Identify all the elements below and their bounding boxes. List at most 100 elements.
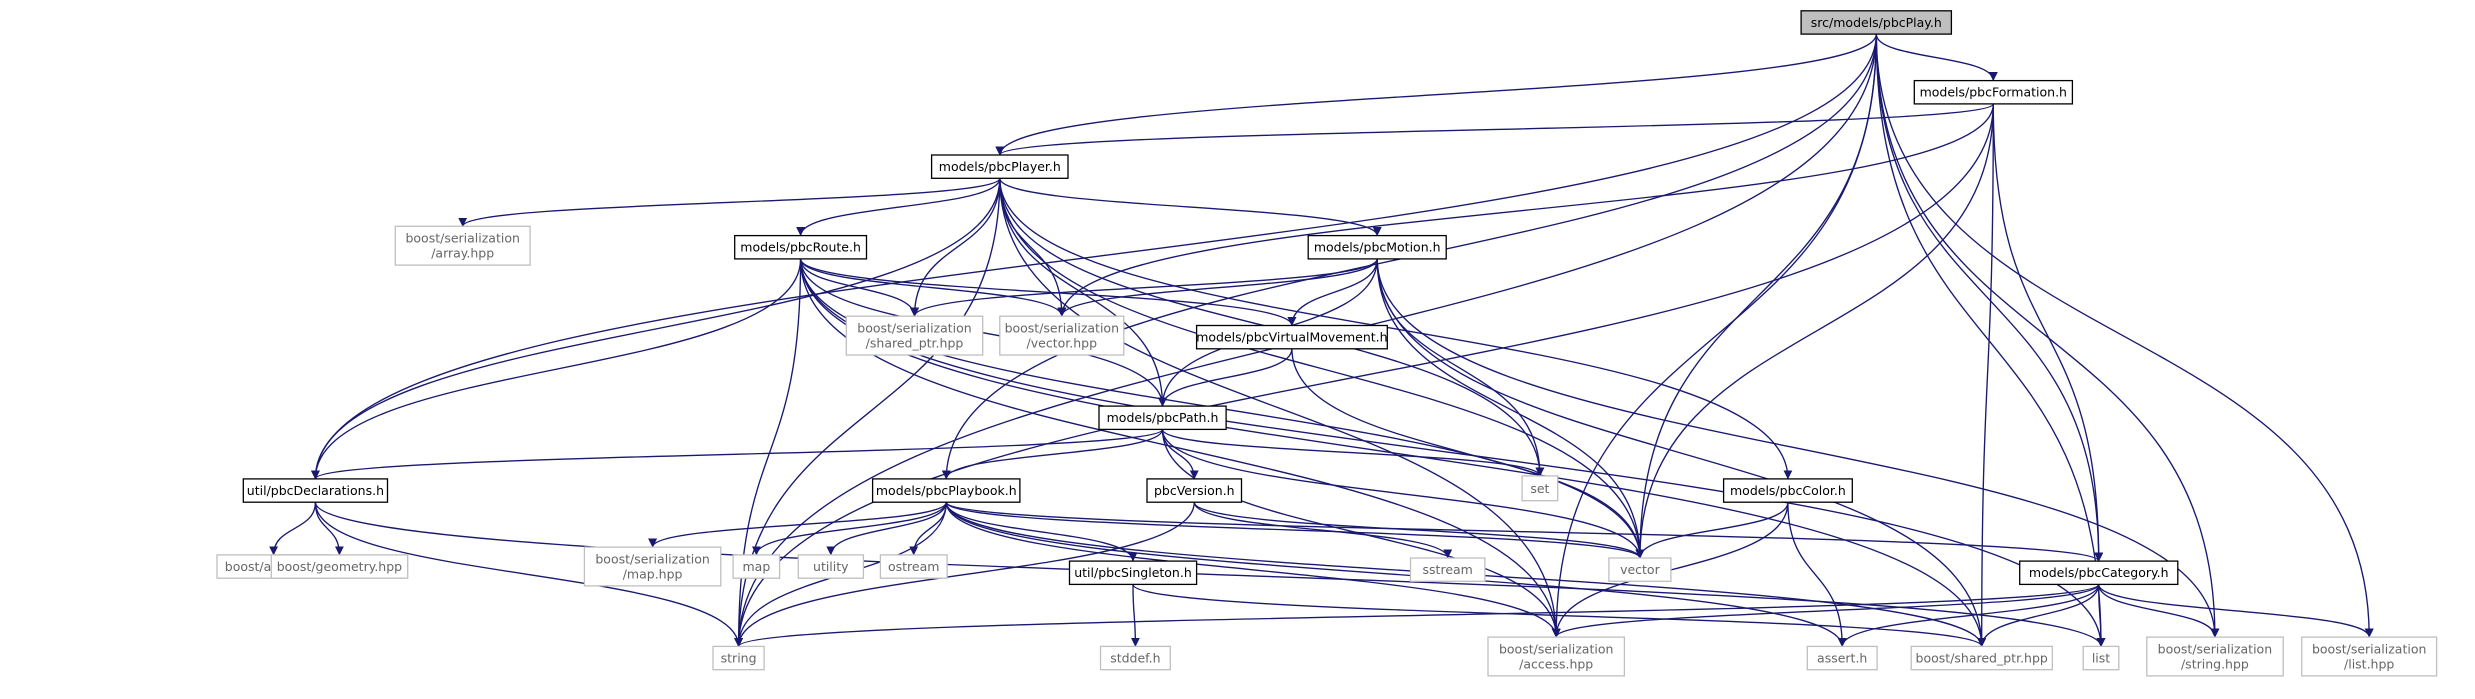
node-utility[interactable]: utility bbox=[797, 554, 865, 579]
edge-player-to-access bbox=[999, 178, 1561, 638]
node-player[interactable]: models/pbcPlayer.h bbox=[930, 154, 1069, 179]
node-box bbox=[1487, 636, 1626, 677]
node-box bbox=[1806, 645, 1878, 671]
node-label: map bbox=[743, 559, 771, 574]
edge-virtualmovement-to-vector bbox=[1291, 348, 1645, 559]
node-path[interactable]: models/pbcPath.h bbox=[1098, 405, 1227, 431]
node-box bbox=[1098, 405, 1227, 431]
node-access[interactable]: boost/serialization/access.hpp bbox=[1487, 636, 1626, 677]
node-box bbox=[1910, 645, 2053, 671]
edge-category-to-list_hpp bbox=[2098, 584, 2374, 638]
edge-player-to-color bbox=[999, 178, 1793, 480]
edge-category-to-boost_shared_ptr bbox=[1977, 584, 2100, 647]
node-pbcplay[interactable]: src/models/pbcPlay.h bbox=[1800, 10, 1953, 35]
node-vector_hpp[interactable]: boost/serialization/vector.hpp bbox=[999, 315, 1125, 356]
edge-playbook-to-utility bbox=[826, 502, 947, 556]
node-ostream[interactable]: ostream bbox=[879, 554, 948, 579]
node-label: boost/serialization bbox=[2312, 641, 2426, 656]
nodes: src/models/pbcPlay.h models/pbcFormation.… bbox=[216, 10, 2438, 677]
edge-color-to-vector bbox=[1635, 502, 1789, 559]
node-box bbox=[734, 234, 868, 260]
edge-playbook-to-assert bbox=[945, 502, 1847, 647]
node-version[interactable]: pbcVersion.h bbox=[1146, 478, 1243, 503]
edge-playbook-to-map_hpp bbox=[648, 501, 947, 548]
node-label: /map.hpp bbox=[623, 567, 683, 582]
node-list[interactable]: list bbox=[2082, 645, 2120, 671]
node-label: boost/serialization bbox=[857, 321, 971, 336]
edge-motion-to-string_hpp bbox=[1376, 258, 2220, 638]
node-box bbox=[1521, 475, 1559, 502]
node-set[interactable]: set bbox=[1521, 475, 1559, 502]
node-box bbox=[1608, 557, 1672, 582]
node-category[interactable]: models/pbcCategory.h bbox=[2019, 560, 2179, 586]
edge-category-to-string_hpp bbox=[2098, 584, 2220, 638]
node-label: boost/serialization bbox=[2158, 641, 2272, 656]
node-label: models/pbcPlaybook.h bbox=[876, 483, 1017, 498]
edge-declarations-to-string bbox=[314, 502, 744, 647]
edge-motion-to-boost_shared_ptr bbox=[1376, 258, 1987, 647]
node-color[interactable]: models/pbcColor.h bbox=[1722, 478, 1853, 503]
edge-player-to-route bbox=[796, 178, 1001, 237]
node-label: src/models/pbcPlay.h bbox=[1811, 15, 1942, 30]
node-label: /string.hpp bbox=[2181, 656, 2249, 671]
node-boost_shared_ptr[interactable]: boost/shared_ptr.hpp bbox=[1910, 645, 2053, 671]
node-box bbox=[270, 554, 409, 579]
node-label: /shared_ptr.hpp bbox=[866, 336, 964, 351]
node-box bbox=[1146, 478, 1243, 503]
edge-formation-to-category bbox=[1992, 103, 2104, 562]
node-map[interactable]: map bbox=[732, 554, 781, 579]
node-box bbox=[845, 315, 984, 356]
node-label: sstream bbox=[1423, 562, 1473, 577]
edge-playbook-to-map bbox=[751, 502, 947, 556]
node-virtualmovement[interactable]: models/pbcVirtualMovement.h bbox=[1195, 324, 1388, 350]
node-box bbox=[1195, 324, 1388, 350]
node-string[interactable]: string bbox=[712, 645, 765, 671]
node-formation[interactable]: models/pbcFormation.h bbox=[1913, 79, 2074, 105]
node-motion[interactable]: models/pbcMotion.h bbox=[1307, 234, 1447, 260]
node-label: boost/serialization bbox=[1499, 641, 1613, 656]
node-shared_ptr_hpp[interactable]: boost/serialization/shared_ptr.hpp bbox=[845, 315, 984, 356]
node-string_hpp[interactable]: boost/serialization/string.hpp bbox=[2146, 636, 2284, 677]
edge-pbcplay-to-formation bbox=[1875, 33, 1998, 82]
edge-route-to-list bbox=[799, 258, 2106, 647]
node-array[interactable]: boost/serialization/array.hpp bbox=[394, 225, 531, 266]
edge-formation-to-vector bbox=[1635, 103, 1994, 559]
edge-declarations-to-boost_array bbox=[269, 502, 317, 556]
node-route[interactable]: models/pbcRoute.h bbox=[734, 234, 868, 260]
node-declarations[interactable]: util/pbcDeclarations.h bbox=[242, 478, 389, 503]
edge-playbook-to-vector bbox=[945, 501, 1645, 559]
edge-singleton-to-boost_shared_ptr bbox=[1132, 583, 1986, 647]
node-label: models/pbcRoute.h bbox=[740, 240, 861, 255]
edge-path-to-version bbox=[1161, 429, 1199, 480]
node-box bbox=[1722, 478, 1853, 503]
node-box bbox=[712, 645, 765, 671]
node-singleton[interactable]: util/pbcSingleton.h bbox=[1068, 560, 1198, 586]
node-box bbox=[2146, 636, 2284, 677]
node-stddef[interactable]: stddef.h bbox=[1099, 645, 1171, 671]
edge-category-to-assert bbox=[1837, 584, 2100, 647]
edge-playbook-to-access bbox=[945, 502, 1561, 638]
edge-singleton-to-stddef bbox=[1130, 584, 1140, 647]
node-label: boost/serialization bbox=[405, 231, 519, 246]
node-label: util/pbcSingleton.h bbox=[1074, 565, 1192, 580]
node-list_hpp[interactable]: boost/serialization/list.hpp bbox=[2301, 636, 2438, 677]
edge-formation-to-vector_hpp bbox=[1057, 103, 1994, 317]
edge-player-to-vector bbox=[999, 178, 1645, 559]
edge-pbcplay-to-category bbox=[1875, 34, 2104, 562]
node-assert[interactable]: assert.h bbox=[1806, 645, 1878, 671]
edge-color-to-assert bbox=[1787, 502, 1847, 647]
node-vector[interactable]: vector bbox=[1608, 557, 1672, 582]
node-map_hpp[interactable]: boost/serialization/map.hpp bbox=[583, 546, 722, 587]
node-label: boost/geometry.hpp bbox=[277, 559, 402, 574]
node-label: vector bbox=[1620, 562, 1661, 577]
node-geometry[interactable]: boost/geometry.hpp bbox=[270, 554, 409, 579]
node-label: boost/shared_ptr.hpp bbox=[1916, 651, 2048, 666]
node-label: boost/serialization bbox=[1005, 321, 1119, 336]
node-playbook[interactable]: models/pbcPlaybook.h bbox=[871, 478, 1021, 503]
edge-player-to-declarations bbox=[310, 178, 1001, 480]
node-sstream[interactable]: sstream bbox=[1409, 557, 1486, 582]
node-label: models/pbcPlayer.h bbox=[939, 159, 1061, 174]
edge-motion-to-virtualmovement bbox=[1287, 258, 1378, 326]
edge-route-to-access bbox=[799, 258, 1561, 638]
edge-route-to-shared_ptr_hpp bbox=[799, 258, 919, 317]
